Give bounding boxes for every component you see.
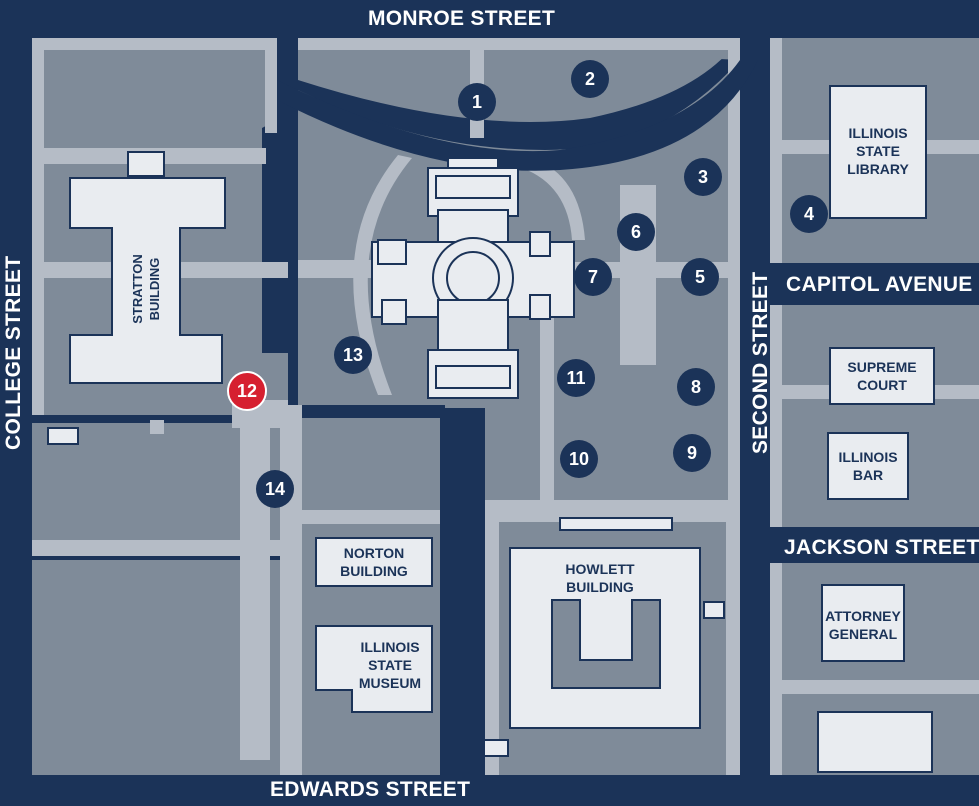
street-label-edwards: EDWARDS STREET bbox=[270, 778, 471, 801]
small-structure-west bbox=[47, 427, 79, 445]
stratton-annex bbox=[127, 151, 165, 177]
building-label-library: ILLINOIS STATE LIBRARY bbox=[847, 125, 909, 177]
marker-5[interactable]: 5 bbox=[681, 258, 719, 296]
monroe-curve bbox=[277, 60, 758, 171]
marker-9[interactable]: 9 bbox=[673, 434, 711, 472]
building-label-attorney-general: ATTORNEY GENERAL bbox=[825, 608, 901, 642]
building-label-howlett: HOWLETT BUILDING bbox=[565, 561, 635, 595]
marker-14[interactable]: 14 bbox=[256, 470, 294, 508]
building-label-stratton: STRATTON BUILDING bbox=[130, 254, 162, 324]
supreme-court-building bbox=[829, 347, 935, 405]
small-structure-south bbox=[483, 739, 509, 757]
marker-13[interactable]: 13 bbox=[334, 336, 372, 374]
marker-7[interactable]: 7 bbox=[574, 258, 612, 296]
norton-building bbox=[315, 537, 433, 587]
marker-2[interactable]: 2 bbox=[571, 60, 609, 98]
marker-1[interactable]: 1 bbox=[458, 83, 496, 121]
block-norton-museum bbox=[290, 418, 440, 775]
library-building bbox=[829, 85, 927, 219]
stratton-building bbox=[69, 177, 226, 384]
building-label-illinois-bar: ILLINOIS BAR bbox=[838, 449, 898, 483]
marker-6[interactable]: 6 bbox=[617, 213, 655, 251]
marker-10[interactable]: 10 bbox=[560, 440, 598, 478]
building-label-supreme-court: SUPREME COURT bbox=[847, 359, 917, 393]
street-label-jackson: JACKSON STREET bbox=[784, 536, 979, 559]
marker-11[interactable]: 11 bbox=[557, 359, 595, 397]
marker-12[interactable]: 12 bbox=[227, 371, 267, 411]
capitol-building bbox=[371, 157, 575, 399]
illinois-bar-building bbox=[827, 432, 909, 500]
walkways bbox=[32, 38, 979, 775]
block-capitol-north bbox=[298, 38, 740, 123]
attorney-general-building bbox=[821, 584, 905, 662]
street-label-college: COLLEGE STREET bbox=[2, 255, 25, 450]
building-label-museum: ILLINOIS STATE MUSEUM bbox=[358, 639, 422, 691]
museum-building bbox=[315, 625, 433, 713]
howlett-building bbox=[509, 547, 701, 729]
marker-4[interactable]: 4 bbox=[790, 195, 828, 233]
building-label-norton: NORTON BUILDING bbox=[340, 545, 408, 579]
howlett-canopy bbox=[559, 517, 673, 531]
street-label-second: SECOND STREET bbox=[749, 271, 772, 454]
small-structure-howlett bbox=[703, 601, 725, 619]
marker-8[interactable]: 8 bbox=[677, 368, 715, 406]
street-label-monroe: MONROE STREET bbox=[368, 7, 556, 30]
street-label-capitol: CAPITOL AVENUE bbox=[786, 273, 973, 296]
marker-3[interactable]: 3 bbox=[684, 158, 722, 196]
building-southeast bbox=[817, 711, 933, 773]
